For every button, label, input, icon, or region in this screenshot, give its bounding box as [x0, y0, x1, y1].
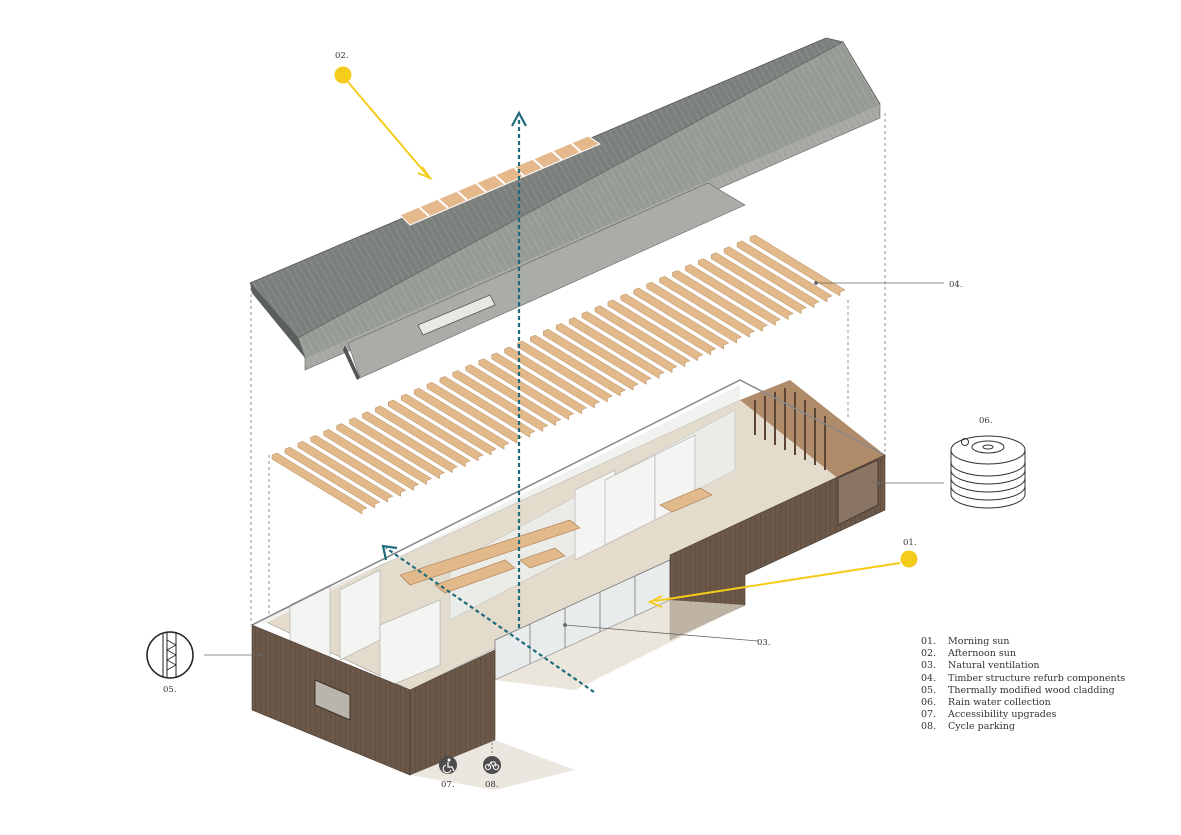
timber-batten	[362, 411, 458, 474]
timber-batten	[633, 287, 730, 350]
leader-lines	[204, 281, 944, 755]
afternoon-sun-arrow	[334, 66, 433, 181]
timber-batten	[607, 299, 704, 362]
roof-layer	[249, 37, 881, 380]
timber-batten	[284, 446, 381, 509]
rain-water-tank-icon	[950, 435, 1026, 509]
timber-batten	[375, 405, 471, 468]
timber-batten	[620, 293, 717, 356]
timber-batten	[659, 275, 756, 338]
timber-batten	[465, 364, 562, 427]
callout-01: 01.	[903, 538, 917, 548]
wheelchair-icon	[439, 756, 457, 774]
timber-batten	[530, 334, 626, 397]
timber-batten	[388, 399, 484, 462]
timber-batten	[400, 393, 497, 456]
timber-batten	[698, 258, 794, 321]
legend-item: 08.Cycle parking	[921, 721, 1015, 733]
timber-batten	[543, 328, 639, 391]
morning-sun-arrow	[647, 550, 918, 608]
timber-batten	[336, 423, 433, 485]
timber-batten	[517, 340, 614, 403]
callout-05: 05.	[163, 685, 177, 695]
timber-batten	[594, 305, 691, 368]
timber-batten	[568, 317, 665, 379]
timber-batten	[710, 252, 807, 315]
legend-item: 04.Timber structure refurb components	[921, 672, 1126, 684]
callout-03: 03.	[757, 638, 771, 648]
legend: 01.Morning sun 02.Afternoon sun 03.Natur…	[921, 636, 1125, 734]
callout-07: 07.	[441, 780, 455, 790]
timber-batten	[723, 246, 820, 309]
bicycle-icon	[483, 756, 501, 774]
timber-batten	[297, 440, 394, 503]
callout-06: 06.	[979, 416, 993, 426]
legend-item: 06.Rain water collection	[921, 696, 1051, 708]
callout-02: 02.	[335, 51, 349, 61]
timber-batten	[504, 346, 601, 409]
timber-batten	[426, 382, 523, 444]
timber-batten	[555, 323, 652, 385]
legend-item: 01.Morning sun	[921, 636, 1010, 647]
timber-structure-layer	[271, 234, 846, 515]
projection-lines	[250, 113, 886, 625]
timber-batten	[646, 281, 743, 344]
timber-batten	[349, 417, 446, 480]
legend-item: 05.Thermally modified wood cladding	[921, 684, 1115, 696]
timber-batten	[413, 387, 510, 450]
timber-batten	[323, 429, 420, 491]
callout-04: 04.	[949, 280, 963, 290]
timber-batten	[685, 264, 781, 326]
building-base-layer	[251, 379, 886, 790]
timber-batten	[478, 358, 575, 421]
callout-08: 08.	[485, 780, 499, 790]
legend-item: 07.Accessibility upgrades	[921, 709, 1057, 721]
skylight-strip	[399, 135, 602, 226]
timber-batten	[749, 234, 846, 297]
timber-batten	[491, 352, 588, 415]
cladding-detail-icon	[146, 631, 194, 679]
timber-batten	[439, 376, 536, 438]
timber-batten	[736, 240, 833, 303]
timber-batten	[271, 452, 368, 515]
natural-ventilation-arrows	[381, 110, 595, 693]
timber-batten	[581, 311, 678, 374]
timber-batten	[310, 435, 407, 497]
timber-batten	[672, 270, 769, 332]
legend-item: 02.Afternoon sun	[921, 648, 1016, 660]
legend-item: 03.Natural ventilation	[921, 660, 1040, 672]
timber-batten	[452, 370, 549, 432]
